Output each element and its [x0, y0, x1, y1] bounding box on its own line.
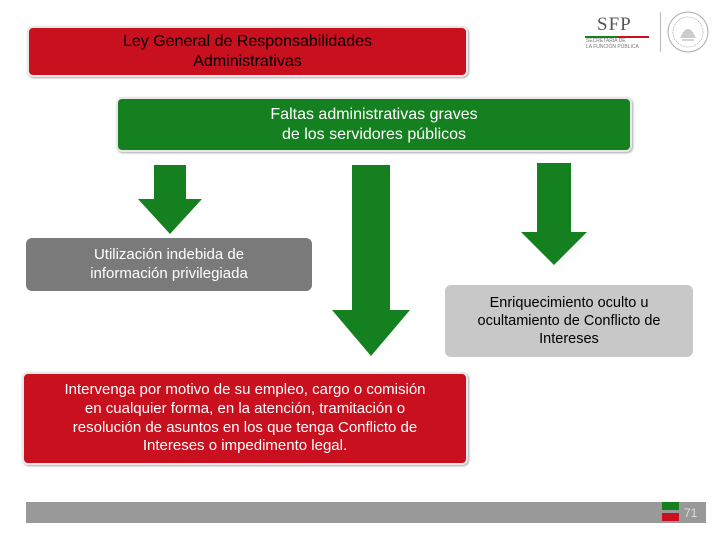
logo-separator [660, 12, 661, 52]
sfp-acronym: SFP [597, 14, 632, 35]
logo-divider-bar [585, 36, 649, 38]
root-node-label: Faltas administrativas graves de los ser… [270, 105, 478, 143]
page-number: 71 [684, 506, 698, 520]
item-privileged-information: Utilización indebida de información priv… [26, 238, 312, 291]
law-title: Ley General de Responsabilidades Adminis… [122, 32, 373, 70]
footer-flag-green [662, 502, 679, 510]
item-label: Utilización indebida de información priv… [90, 245, 248, 282]
footer-flag-red [662, 513, 679, 521]
item-label: Enriquecimiento oculto u ocultamiento de… [477, 294, 661, 348]
arrow-down-center-icon [332, 165, 410, 356]
sfp-subtitle: SECRETARÍA DE LA FUNCIÓN PÚBLICA [586, 38, 639, 50]
item-label: Intervenga por motivo de su empleo, carg… [64, 381, 426, 455]
item-conflict-of-interest: Intervenga por motivo de su empleo, carg… [22, 372, 468, 465]
item-hidden-enrichment: Enriquecimiento oculto u ocultamiento de… [445, 285, 693, 357]
arrow-down-left-icon [138, 165, 202, 234]
footer-bar [26, 502, 706, 523]
root-node: Faltas administrativas graves de los ser… [116, 97, 632, 152]
arrow-down-right-icon [521, 163, 587, 265]
mexico-seal-icon [667, 11, 709, 53]
law-title-box: Ley General de Responsabilidades Adminis… [27, 26, 468, 77]
logo-divider-bar-red [618, 36, 649, 38]
